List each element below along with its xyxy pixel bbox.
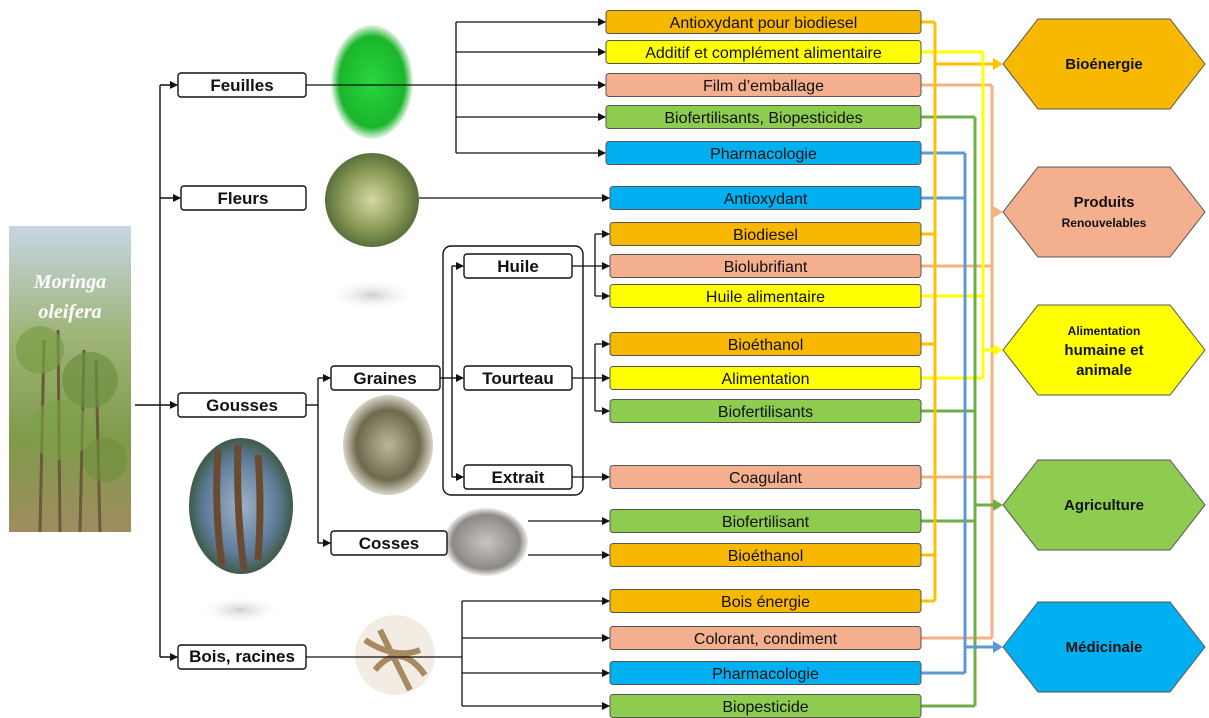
product-box: Biofertilisants, Biopesticides bbox=[606, 106, 921, 129]
sub-organ-graines-label: Graines bbox=[353, 369, 416, 388]
product-label: Antioxydant bbox=[724, 191, 808, 208]
route-arrow-alimentation bbox=[993, 344, 1003, 356]
leaves-image bbox=[331, 25, 413, 139]
category-renouvelables-shape bbox=[1003, 167, 1205, 257]
product-label: Biofertilisants, Biopesticides bbox=[664, 110, 862, 127]
shadow-reflection-2 bbox=[198, 596, 282, 624]
category-agriculture-label: Agriculture bbox=[1064, 497, 1144, 514]
organ-gousses: Gousses bbox=[178, 393, 306, 417]
flowers-image bbox=[325, 153, 419, 247]
category-medicinale: Médicinale bbox=[1003, 602, 1205, 692]
sub-organ-cosses: Cosses bbox=[331, 531, 447, 555]
category-bioenergie-label: Bioénergie bbox=[1065, 56, 1143, 73]
category-alimentation-label: humaine et bbox=[1064, 342, 1143, 359]
category-renouvelables-label: Produits bbox=[1074, 194, 1135, 211]
organ-fleurs-label: Fleurs bbox=[217, 189, 268, 208]
product-label: Biopesticide bbox=[722, 699, 808, 716]
organ-connectors bbox=[135, 85, 180, 657]
organ-feuilles: Feuilles bbox=[178, 73, 306, 97]
sub-organ-cosses-label: Cosses bbox=[359, 534, 419, 553]
sub-organ-tourteau: Tourteau bbox=[464, 366, 572, 390]
sub-organ-huile-label: Huile bbox=[497, 257, 539, 276]
product-label: Biofertilisants bbox=[718, 404, 813, 421]
product-box: Additif et complément alimentaire bbox=[606, 41, 921, 64]
sub-organ-tourteau-label: Tourteau bbox=[482, 369, 553, 388]
moringa-tree-image: Moringa oleifera bbox=[9, 226, 131, 532]
category-renouvelables-label: Renouvelables bbox=[1062, 216, 1147, 230]
product-box: Bioéthanol bbox=[610, 333, 921, 356]
category-routing-lines bbox=[921, 22, 1003, 706]
product-box: Coagulant bbox=[610, 466, 921, 489]
product-box: Biodiesel bbox=[610, 223, 921, 246]
route-arrow-medicinale bbox=[993, 641, 1003, 653]
category-medicinale-label: Médicinale bbox=[1066, 639, 1143, 656]
product-label: Pharmacologie bbox=[710, 146, 817, 163]
product-label: Biolubrifiant bbox=[724, 259, 808, 276]
product-label: Bioéthanol bbox=[728, 337, 804, 354]
shadow-reflection bbox=[327, 279, 417, 311]
product-label: Bois énergie bbox=[721, 594, 810, 611]
category-hexagons: BioénergieProduitsRenouvelablesAlimentat… bbox=[1003, 19, 1205, 692]
product-label: Biofertilisant bbox=[722, 514, 810, 531]
product-box: Pharmacologie bbox=[610, 662, 921, 685]
plant-name-line1: Moringa bbox=[33, 271, 106, 293]
product-label: Colorant, condiment bbox=[694, 631, 838, 648]
product-boxes: Antioxydant pour biodieselAdditif et com… bbox=[606, 11, 921, 718]
product-box: Antioxydant pour biodiesel bbox=[606, 11, 921, 34]
sub-organ-graines: Graines bbox=[331, 366, 440, 390]
product-box: Antioxydant bbox=[610, 187, 921, 210]
product-box: Biofertilisant bbox=[610, 510, 921, 533]
product-box: Alimentation bbox=[610, 367, 921, 390]
product-label: Antioxydant pour biodiesel bbox=[670, 15, 858, 32]
category-alimentation: Alimentation humaine et animale bbox=[1003, 305, 1205, 395]
organ-feuilles-label: Feuilles bbox=[210, 76, 273, 95]
product-box: Biolubrifiant bbox=[610, 255, 921, 278]
organ-fleurs: Fleurs bbox=[181, 186, 306, 210]
route-arrow-renouvelables bbox=[993, 206, 1003, 218]
product-label: Alimentation bbox=[721, 371, 809, 388]
husks-image bbox=[444, 508, 528, 576]
product-label: Biodiesel bbox=[733, 227, 798, 244]
product-box: Huile alimentaire bbox=[610, 285, 921, 308]
sub-organ-huile: Huile bbox=[464, 254, 572, 278]
route-arrow-agriculture bbox=[993, 499, 1003, 511]
product-label: Film d’emballage bbox=[703, 78, 824, 95]
product-label: Huile alimentaire bbox=[706, 289, 825, 306]
plant-name-line2: oleifera bbox=[38, 301, 101, 323]
product-label: Coagulant bbox=[729, 470, 803, 487]
category-renouvelables: ProduitsRenouvelables bbox=[1003, 167, 1205, 257]
organ-bois-label: Bois, racines bbox=[189, 647, 295, 666]
product-box: Biofertilisants bbox=[610, 400, 921, 423]
category-agriculture: Agriculture bbox=[1003, 460, 1205, 550]
product-label: Pharmacologie bbox=[712, 666, 819, 683]
product-label: Additif et complément alimentaire bbox=[645, 45, 882, 62]
sub-organ-extrait-label: Extrait bbox=[492, 468, 545, 487]
route-arrow-bioenergie bbox=[993, 58, 1003, 70]
product-box: Bois énergie bbox=[610, 590, 921, 613]
seeds-image bbox=[343, 395, 433, 495]
organ-bois-racines: Bois, racines bbox=[178, 645, 306, 669]
product-label: Bioéthanol bbox=[728, 548, 804, 565]
category-bioenergie: Bioénergie bbox=[1003, 19, 1205, 109]
product-box: Biopesticide bbox=[610, 695, 921, 718]
category-alimentation-label: animale bbox=[1076, 362, 1132, 379]
organ-gousses-label: Gousses bbox=[206, 396, 278, 415]
sub-organ-extrait: Extrait bbox=[464, 465, 572, 489]
category-alimentation-label: Alimentation bbox=[1068, 324, 1141, 338]
product-box: Pharmacologie bbox=[606, 142, 921, 165]
product-box: Film d’emballage bbox=[606, 74, 921, 97]
product-box: Colorant, condiment bbox=[610, 627, 921, 650]
product-box: Bioéthanol bbox=[610, 544, 921, 567]
